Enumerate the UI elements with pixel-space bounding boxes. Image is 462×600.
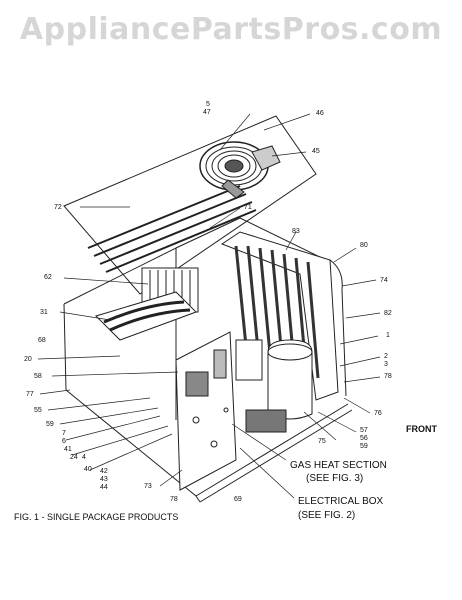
callout-83: 83 — [292, 228, 300, 235]
callout-76: 76 — [374, 410, 382, 417]
callout-68: 68 — [38, 337, 46, 344]
callout-7: 7 — [62, 430, 66, 437]
callout-69: 69 — [234, 496, 242, 503]
figure-caption: FIG. 1 - SINGLE PACKAGE PRODUCTS — [14, 512, 179, 522]
leader-lines — [37, 113, 381, 499]
callout-45: 45 — [312, 148, 320, 155]
electrical-box-label: ELECTRICAL BOX — [298, 496, 384, 507]
callout-78-right: 78 — [384, 373, 392, 380]
callout-62: 62 — [44, 274, 52, 281]
callout-2: 2 — [384, 353, 388, 360]
heat-exchanger — [95, 267, 199, 341]
gas-heat-section-label: GAS HEAT SECTION — [290, 460, 387, 471]
outdoor-coil — [220, 231, 347, 401]
front-label: FRONT — [406, 424, 437, 434]
callout-78-bottom: 78 — [170, 496, 178, 503]
callout-71: 71 — [244, 204, 252, 211]
callout-20: 20 — [24, 356, 32, 363]
callout-77: 77 — [26, 391, 34, 398]
callout-40: 40 — [84, 466, 92, 473]
electrical-box-ref: (SEE FIG. 2) — [298, 510, 356, 521]
callout-31: 31 — [40, 309, 48, 316]
top-cover-panel — [63, 115, 317, 295]
condenser-fan — [199, 141, 281, 199]
callout-59-right: 59 — [360, 443, 368, 450]
callout-41: 41 — [64, 446, 72, 453]
callout-58: 58 — [34, 373, 42, 380]
callout-1: 1 — [386, 332, 390, 339]
callout-24: 24 — [70, 454, 78, 461]
callout-43: 43 — [100, 476, 108, 483]
callout-56: 56 — [360, 435, 368, 442]
callout-46: 46 — [316, 110, 324, 117]
callout-47: 47 — [203, 109, 211, 116]
callout-3: 3 — [384, 361, 388, 368]
callout-75: 75 — [318, 438, 326, 445]
callout-82: 82 — [384, 310, 392, 317]
gas-heat-section-ref: (SEE FIG. 3) — [306, 473, 364, 484]
callout-4: 4 — [82, 454, 86, 461]
callout-44: 44 — [100, 484, 108, 491]
callout-6: 6 — [62, 438, 66, 445]
callout-59-left: 59 — [46, 421, 54, 428]
callout-42: 42 — [100, 468, 108, 475]
callout-5: 5 — [206, 101, 210, 108]
callout-74: 74 — [380, 277, 388, 284]
compressor — [267, 339, 313, 420]
callout-73: 73 — [144, 483, 152, 490]
callout-72: 72 — [54, 204, 62, 211]
watermark-logo: AppliancePartsPros.com — [19, 12, 443, 47]
callout-57: 57 — [360, 427, 368, 434]
callout-55: 55 — [34, 407, 42, 414]
control-panel — [175, 331, 287, 491]
callout-80: 80 — [360, 242, 368, 249]
